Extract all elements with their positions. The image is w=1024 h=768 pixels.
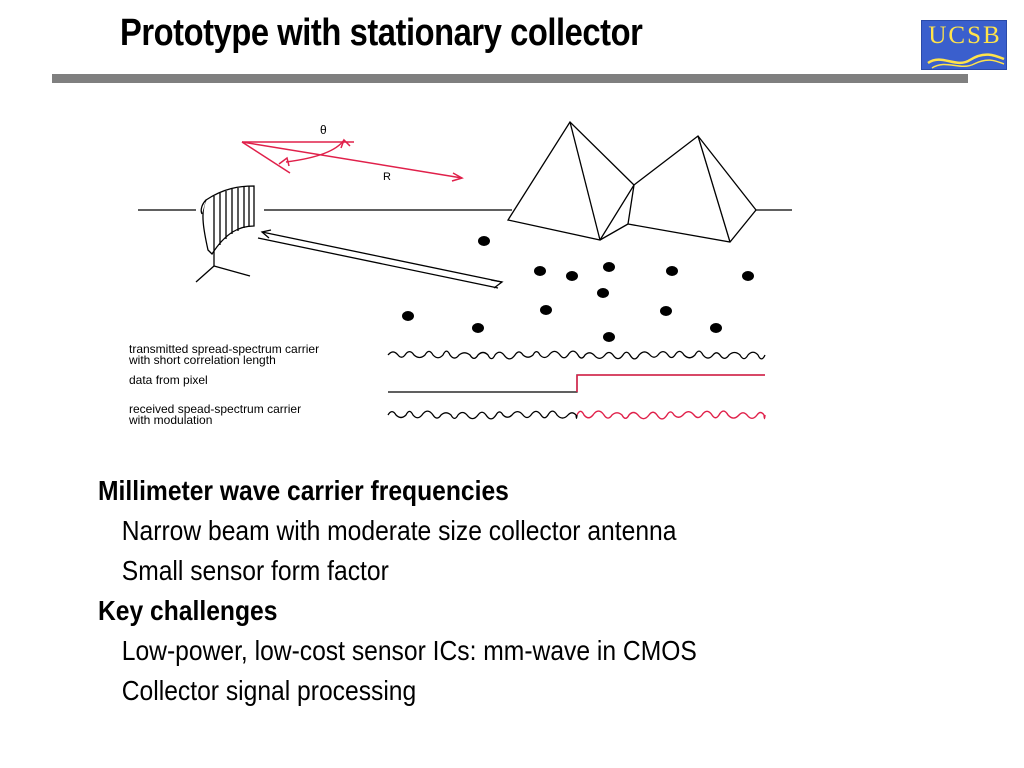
received-carrier-modulated-waveform bbox=[576, 410, 766, 420]
sensor-dot bbox=[540, 305, 552, 315]
bullet-level2: Low-power, low-cost sensor ICs: mm-wave … bbox=[121, 635, 697, 666]
received-carrier-label-2: with modulation bbox=[128, 413, 212, 427]
bullet-level2: Collector signal processing bbox=[121, 675, 417, 706]
logo-text: UCSB bbox=[928, 22, 1002, 49]
bullet-level1: Millimeter wave carrier frequencies bbox=[98, 475, 509, 506]
theta-label: θ bbox=[320, 123, 327, 137]
sensor-dot bbox=[566, 271, 578, 281]
sensor-dot bbox=[666, 266, 678, 276]
bullet-level2: Narrow beam with moderate size collector… bbox=[121, 515, 677, 546]
received-carrier-waveform bbox=[387, 410, 578, 420]
sensor-dot bbox=[710, 323, 722, 333]
sensor-dot bbox=[534, 266, 546, 276]
beam-angle-indicator bbox=[241, 138, 464, 182]
sensor-dot bbox=[603, 262, 615, 272]
collector-antenna-icon bbox=[195, 185, 255, 283]
transmitted-carrier-waveform bbox=[387, 350, 766, 360]
logo-wave-icon bbox=[927, 53, 1005, 69]
sensor-dot bbox=[402, 311, 414, 321]
sensor-dot bbox=[742, 271, 754, 281]
bullet-level2: Small sensor form factor bbox=[121, 555, 389, 586]
data-from-pixel-label: data from pixel bbox=[129, 373, 208, 387]
sensor-dot bbox=[597, 288, 609, 298]
received-carrier-label-1: received spead-spectrum carrier bbox=[129, 402, 301, 416]
link-double-arrow bbox=[257, 229, 504, 289]
bullet-level1: Key challenges bbox=[98, 595, 278, 626]
transmitted-carrier-label-1: transmitted spread-spectrum carrier bbox=[129, 342, 319, 356]
sensor-nodes bbox=[402, 236, 754, 342]
sensor-dot bbox=[603, 332, 615, 342]
sensor-dot bbox=[478, 236, 490, 246]
pyramid-terrain bbox=[506, 120, 757, 243]
sensor-dot bbox=[472, 323, 484, 333]
slide-title: Prototype with stationary collector bbox=[120, 12, 643, 54]
transmitted-carrier-label-2: with short correlation length bbox=[128, 353, 276, 367]
collector-diagram: θ R bbox=[128, 120, 792, 427]
bullet-list: Millimeter wave carrier frequencies Narr… bbox=[98, 474, 697, 714]
range-label: R bbox=[383, 171, 391, 183]
title-divider bbox=[52, 74, 968, 83]
ucsb-logo: UCSB bbox=[921, 20, 1007, 70]
sensor-dot bbox=[660, 306, 672, 316]
